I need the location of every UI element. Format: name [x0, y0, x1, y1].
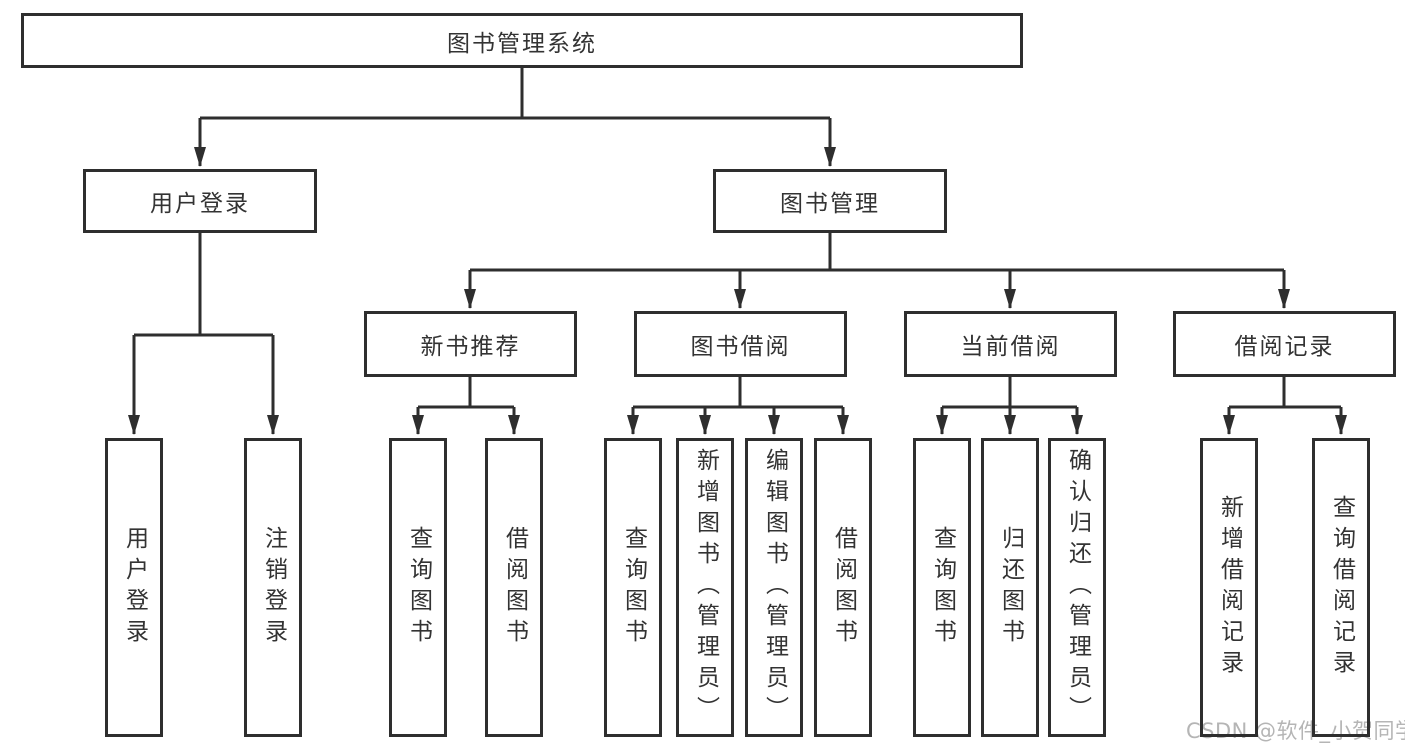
leaf-label: 归还图书 [997, 525, 1024, 650]
leaf-label: 新增借阅记录 [1216, 494, 1243, 681]
node-current-borrowing: 当前借阅 [904, 311, 1117, 377]
leaf-bb-borrow-book: 借阅图书 [814, 438, 872, 737]
leaf-cb-confirm-return-admin: 确认归还（管理员） [1048, 438, 1106, 737]
leaf-logout: 注销登录 [244, 438, 302, 737]
leaf-rec-borrow-book: 借阅图书 [485, 438, 543, 737]
leaf-label: 用户登录 [121, 525, 148, 650]
connector-new-rec-bus [418, 377, 514, 409]
node-label: 新书推荐 [420, 334, 521, 360]
node-label: 当前借阅 [960, 334, 1061, 360]
connector-user-login-bus [134, 231, 273, 337]
node-label: 图书管理系统 [447, 30, 597, 57]
leaf-br-add-record: 新增借阅记录 [1200, 438, 1258, 737]
leaf-bb-query-book: 查询图书 [604, 438, 662, 737]
node-borrowing-records: 借阅记录 [1173, 311, 1396, 377]
connector-root-bus [200, 68, 830, 120]
connector-book-mgmt-bus [470, 233, 1284, 272]
leaf-label: 查询图书 [620, 525, 647, 650]
node-label: 借阅记录 [1234, 334, 1335, 360]
connector-borrow-bus [633, 377, 843, 409]
leaf-bb-edit-book-admin: 编辑图书（管理员） [745, 438, 803, 737]
leaf-label: 确认归还（管理员） [1064, 448, 1091, 727]
leaf-rec-query-book: 查询图书 [389, 438, 447, 737]
leaf-label: 借阅图书 [830, 525, 857, 650]
node-label: 图书管理 [780, 191, 880, 217]
leaf-cb-query-book: 查询图书 [913, 438, 971, 737]
node-library-management-system: 图书管理系统 [21, 13, 1023, 68]
node-book-management: 图书管理 [713, 169, 947, 233]
node-label: 图书借阅 [690, 334, 791, 360]
leaf-cb-return-book: 归还图书 [981, 438, 1039, 737]
leaf-label: 编辑图书（管理员） [761, 448, 788, 727]
node-book-borrowing: 图书借阅 [634, 311, 847, 377]
node-user-login: 用户登录 [83, 169, 317, 233]
node-new-book-recommendation: 新书推荐 [364, 311, 577, 377]
leaf-label: 查询图书 [929, 525, 956, 650]
leaf-label: 查询图书 [405, 525, 432, 650]
leaf-label: 借阅图书 [501, 525, 528, 650]
leaf-label: 新增图书（管理员） [692, 448, 719, 727]
leaf-label: 注销登录 [260, 525, 287, 650]
leaf-br-query-record: 查询借阅记录 [1312, 438, 1370, 737]
leaf-user-login: 用户登录 [105, 438, 163, 737]
leaf-bb-add-book-admin: 新增图书（管理员） [676, 438, 734, 737]
connector-records-bus [1229, 377, 1341, 409]
leaf-label: 查询借阅记录 [1328, 494, 1355, 681]
connector-current-bus [942, 377, 1077, 409]
node-label: 用户登录 [150, 191, 250, 217]
